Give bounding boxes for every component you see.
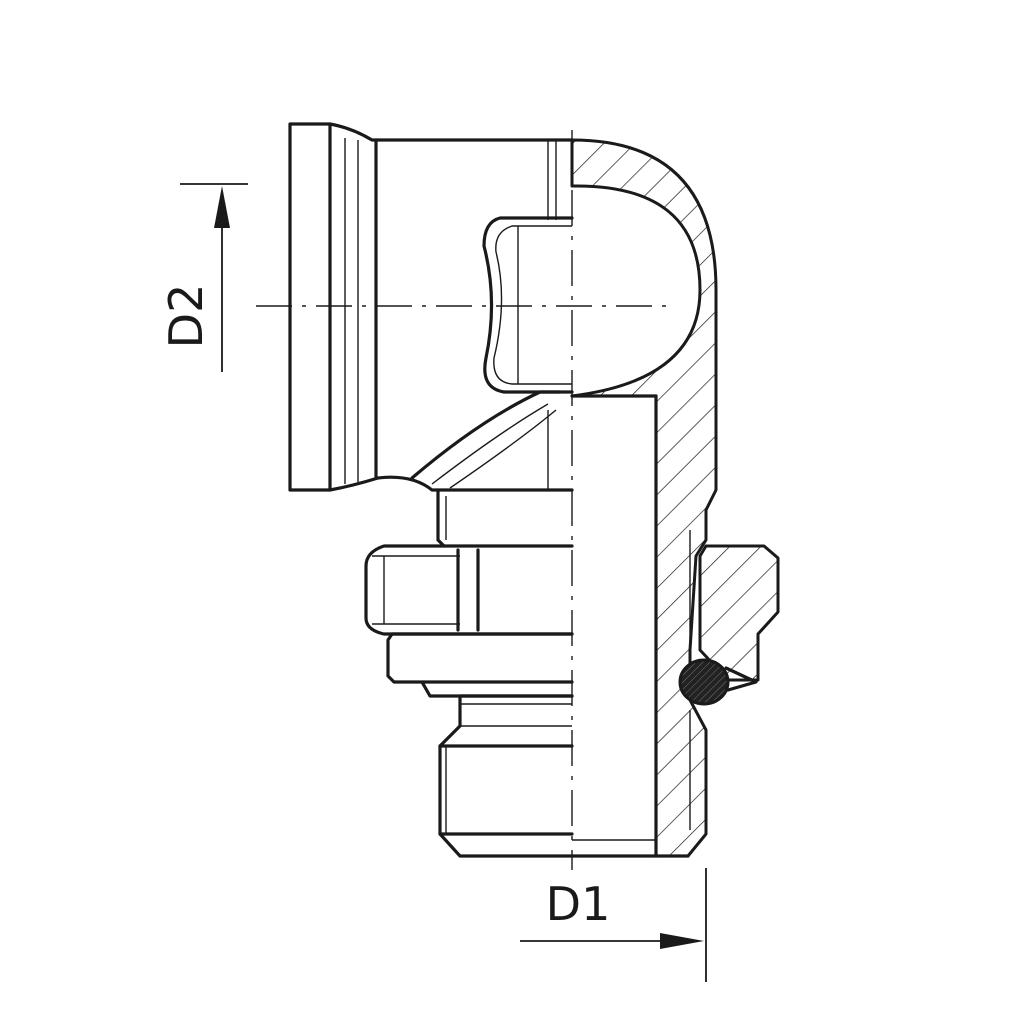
dimension-d1: D1	[520, 868, 707, 982]
section-view	[570, 138, 780, 858]
exterior-view	[288, 122, 574, 858]
nut-section	[698, 544, 780, 682]
collar	[386, 632, 574, 684]
hex-nut	[364, 544, 574, 636]
bore-window	[482, 216, 574, 394]
elbow-body-outline	[288, 122, 574, 492]
transition-curve	[410, 390, 562, 480]
dimension-d2: D2	[159, 183, 248, 372]
elbow-wall-section	[570, 138, 718, 858]
thread-section	[438, 694, 574, 858]
d2-arrow	[214, 186, 230, 228]
neck	[436, 488, 446, 548]
d2-label: D2	[159, 284, 213, 349]
o-ring-seal	[678, 658, 730, 706]
d1-arrow	[660, 933, 704, 949]
d1-label: D1	[546, 877, 611, 931]
